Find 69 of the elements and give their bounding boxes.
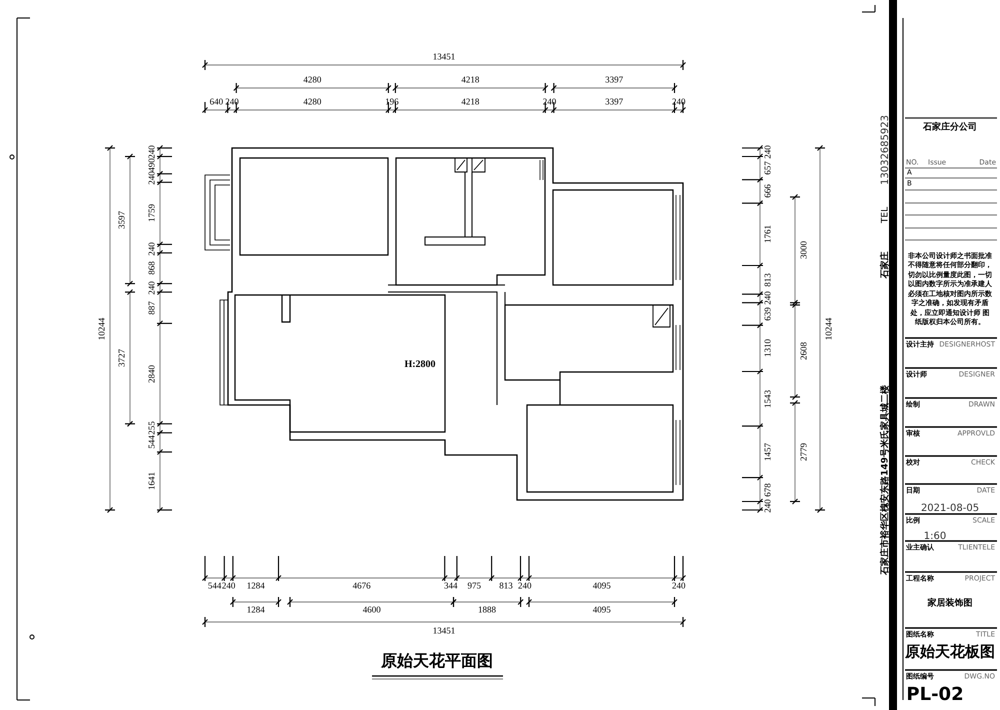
dimension-text: 3727 (118, 348, 126, 367)
dimension-text: 240 (148, 242, 156, 256)
dimension-text: 10244 (824, 318, 834, 340)
dimension-text: 678 (764, 482, 772, 496)
branch-name: 石家庄分公司 (923, 124, 977, 132)
dimension-text: 344 (444, 582, 458, 590)
dimension-text: 13451 (432, 52, 456, 62)
dimension-text: 813 (499, 582, 513, 590)
field-value: 家居装饰图 (928, 600, 972, 608)
field-value: 1:60 (924, 532, 946, 542)
dimension-text: 240 (518, 582, 532, 590)
drawing-number: PL-02 (906, 686, 964, 704)
phone-label: TEL (882, 206, 890, 224)
dimension-text: 240 (672, 582, 686, 590)
dimension-text: 4218 (461, 76, 480, 84)
city-text: 石家庄 (882, 252, 890, 278)
dimension-text: 4095 (592, 606, 611, 614)
dimension-text: 1543 (764, 390, 772, 408)
dimension-text: 1888 (478, 606, 496, 614)
dimension-text: 2779 (800, 443, 808, 462)
dimension-text: 4600 (362, 606, 381, 614)
dimension-text: 1761 (764, 225, 772, 244)
dimension-text: 240 (148, 146, 156, 159)
dimension-text: 4095 (592, 582, 611, 590)
dimension-text: 868 (148, 262, 156, 275)
dimension-text: 3000 (800, 240, 808, 259)
dimension-text: 4280 (303, 98, 322, 106)
field-value: 2021-08-05 (920, 504, 980, 514)
dimension-text: 1759 (148, 204, 156, 222)
dimension-text: 666 (764, 184, 772, 198)
dimension-text: 13451 (432, 626, 456, 636)
dimension-text: 240 (764, 499, 772, 512)
dimension-text: 2840 (148, 364, 156, 383)
dimension-text: 1457 (764, 442, 772, 461)
dimension-text: 975 (468, 582, 481, 590)
dimension-text: 196 (385, 98, 399, 106)
dimension-text: 10244 (98, 318, 106, 340)
dimension-text: 240 (764, 292, 772, 306)
ceiling-height-text: H:2800 (404, 360, 436, 370)
phone-number: 13032685923 (881, 115, 891, 185)
dimension-text: 1284 (246, 582, 265, 590)
dimension-text: 4280 (303, 76, 322, 84)
dimension-text: 2608 (800, 342, 808, 360)
dimension-text: 657 (764, 161, 772, 175)
dimension-text: 240 (148, 281, 156, 295)
dimension-text: 4676 (352, 582, 371, 590)
dimension-text: 1641 (148, 472, 156, 490)
dimension-text: 240 (225, 98, 239, 106)
drawing-title: 原始天花平面图 (381, 653, 493, 669)
dimension-text: 1284 (246, 606, 265, 614)
dimension-text: 887 (148, 301, 156, 314)
dimension-text: 255 (148, 422, 156, 436)
dimension-text: 240 (222, 582, 236, 590)
dimension-text: 3397 (605, 98, 624, 106)
dimension-text: 3597 (118, 211, 126, 230)
dimension-text: 4218 (461, 98, 480, 106)
dimension-text: 240 (542, 98, 556, 106)
dimension-text: 240 (764, 146, 772, 159)
dimension-text: 240 (148, 171, 156, 185)
dimension-text: 3397 (605, 76, 624, 84)
dimension-text: 640 (210, 98, 224, 106)
dimension-text: 813 (764, 273, 772, 287)
dimension-text: 639 (764, 307, 772, 321)
address-text: 石家庄市裕华区槐安东路149号米氏家具城二楼 (882, 385, 890, 575)
dimension-text: 490 (148, 158, 156, 172)
field-value: 原始天花板图 (905, 644, 995, 660)
dimension-text: 544 (208, 582, 222, 590)
dimension-text: 544 (148, 436, 156, 450)
dimension-text: 1310 (764, 339, 772, 358)
